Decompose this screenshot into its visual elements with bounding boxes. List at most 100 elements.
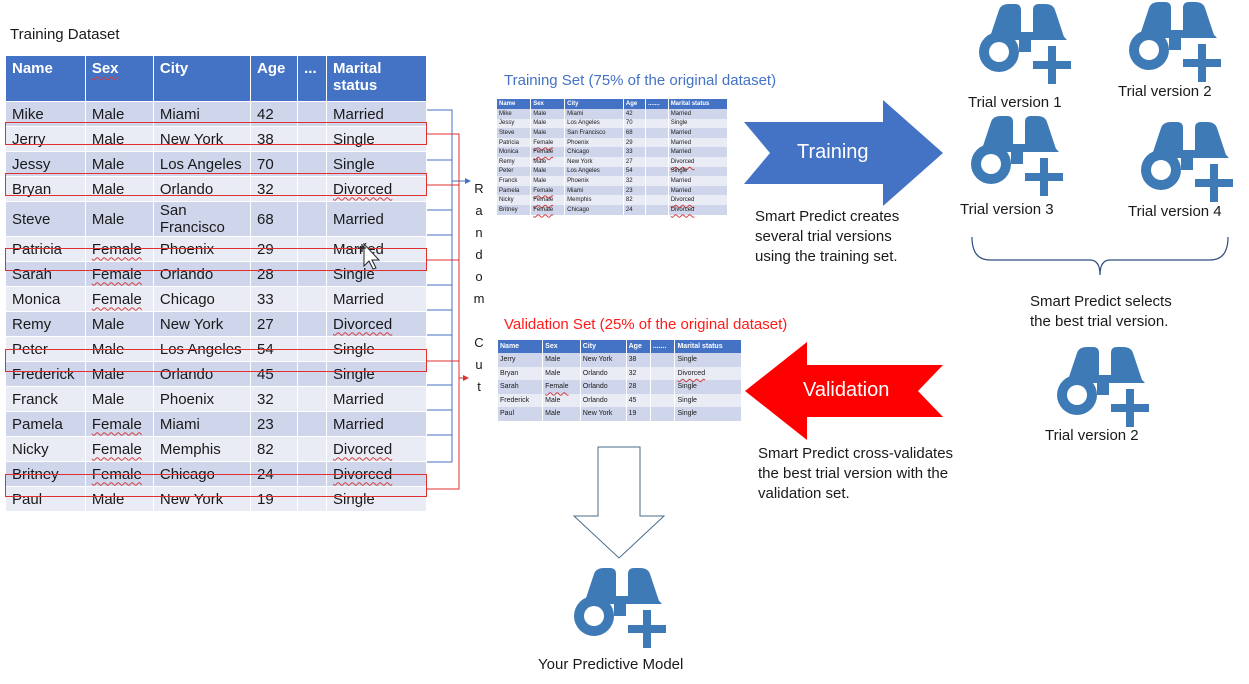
table-cell: 27	[250, 311, 299, 337]
table-cell: 54	[623, 166, 647, 177]
table-cell: Married	[326, 411, 427, 437]
table-cell: Peter	[497, 166, 532, 177]
table-cell: Miami	[153, 411, 252, 437]
table-cell: New York	[153, 486, 252, 511]
table-cell: Jessy	[497, 118, 532, 129]
binoculars-icon	[1125, 0, 1225, 82]
table-cell: Phoenix	[564, 137, 624, 148]
table-cell	[645, 166, 669, 177]
table-cell	[297, 311, 328, 337]
table-cell: Male	[85, 311, 154, 337]
table-cell: Female	[85, 261, 154, 287]
table-cell: Divorced	[326, 176, 427, 202]
table-cell: Divorced	[326, 311, 427, 337]
random-cut-letter: a	[475, 203, 483, 218]
column-header: City	[153, 56, 252, 102]
column-header: City	[564, 99, 624, 109]
table-cell: 38	[626, 353, 651, 367]
table-cell	[645, 109, 669, 119]
table-cell: Jessy	[6, 151, 86, 177]
table-cell: 42	[623, 109, 647, 119]
table-cell: Single	[668, 118, 729, 129]
table-cell: Phoenix	[564, 176, 624, 186]
table-cell: Female	[530, 147, 566, 157]
table-cell	[650, 407, 676, 421]
table-cell: 23	[623, 185, 647, 196]
table-cell: New York	[580, 353, 627, 367]
table-cell: 32	[250, 176, 299, 202]
column-header: Name	[497, 99, 532, 109]
training-caption: Smart Predict creates several trial vers…	[755, 208, 900, 265]
table-cell: Memphis	[564, 195, 624, 205]
table-cell: Single	[674, 380, 742, 394]
table-cell: Single	[674, 353, 742, 367]
table-cell: 29	[623, 137, 647, 148]
table-cell	[297, 486, 328, 511]
table-cell	[650, 366, 676, 380]
table-cell: Female	[530, 195, 566, 205]
table-cell: San Francisco	[153, 201, 252, 237]
table-cell: Orlando	[580, 393, 627, 407]
table-cell: Married	[668, 176, 729, 186]
table-cell	[645, 118, 669, 129]
table-cell: Monica	[6, 286, 86, 312]
table-cell: Male	[85, 361, 154, 387]
table-cell: Married	[326, 286, 427, 312]
table-cell: 19	[626, 407, 651, 421]
binoculars-icon	[1053, 343, 1153, 427]
table-cell: New York	[153, 311, 252, 337]
table-cell: Single	[674, 407, 742, 421]
table-cell: Divorced	[668, 156, 729, 167]
table-cell	[650, 353, 676, 367]
validation-row-highlight	[5, 173, 427, 196]
table-cell: Frederick	[6, 361, 86, 387]
trial-version-3-label: Trial version 3	[960, 201, 1054, 218]
table-cell	[650, 380, 676, 394]
training-arrow-label: Training	[797, 141, 869, 163]
table-cell: Married	[668, 128, 729, 138]
table-cell: Male	[85, 126, 154, 152]
table-cell	[650, 393, 676, 407]
table-cell: 32	[626, 366, 651, 380]
table-cell: Single	[326, 126, 427, 152]
table-cell: 38	[250, 126, 299, 152]
table-cell: Mike	[497, 109, 532, 119]
column-header: ...	[297, 56, 328, 102]
table-cell: Divorced	[326, 436, 427, 462]
table-cell: 32	[623, 176, 647, 186]
table-cell: New York	[153, 126, 252, 152]
table-cell: 70	[623, 118, 647, 129]
table-cell: Patricia	[497, 137, 532, 148]
validation-arrow-label: Validation	[803, 379, 890, 401]
table-cell: Bryan	[6, 176, 86, 202]
table-cell: Male	[530, 166, 566, 177]
table-cell: Male	[85, 201, 154, 237]
table-cell: Bryan	[498, 366, 544, 380]
table-cell: Male	[530, 176, 566, 186]
table-cell: Pamela	[6, 411, 86, 437]
table-cell	[297, 151, 328, 177]
table-cell: Jerry	[6, 126, 86, 152]
table-cell: Single	[326, 361, 427, 387]
random-cut-letter: R	[474, 181, 484, 196]
validation-row-highlight	[5, 248, 427, 271]
table-cell: Phoenix	[153, 236, 252, 262]
column-header: Marital status	[326, 56, 427, 102]
table-cell: 68	[623, 128, 647, 138]
table-cell	[645, 156, 669, 167]
table-cell: Male	[542, 393, 581, 407]
validation-row-highlight	[5, 122, 427, 145]
table-cell: Memphis	[153, 436, 252, 462]
random-cut-letter: C	[474, 335, 484, 350]
table-cell: 45	[250, 361, 299, 387]
